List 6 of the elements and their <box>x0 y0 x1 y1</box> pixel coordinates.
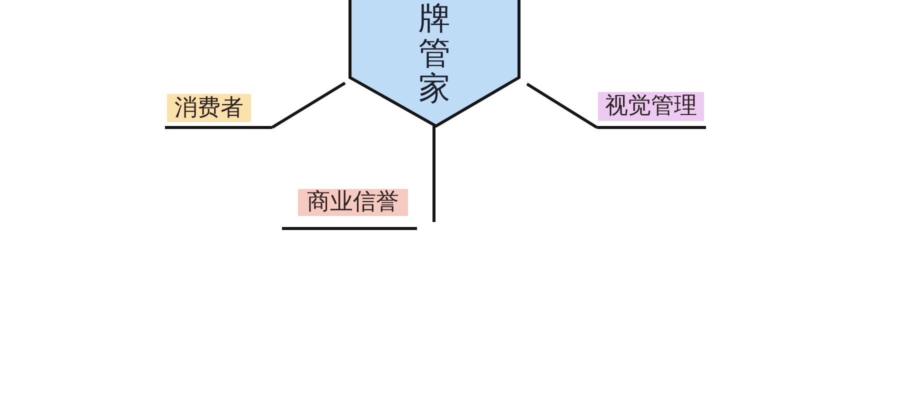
highlighted-label: 商业信誉 <box>282 188 417 230</box>
connector-line <box>432 126 436 222</box>
highlighted-label: 视觉管理 <box>597 92 706 129</box>
highlighted-label: 消费者 <box>165 92 272 129</box>
connector-line <box>271 82 346 129</box>
connector-line <box>526 82 598 129</box>
